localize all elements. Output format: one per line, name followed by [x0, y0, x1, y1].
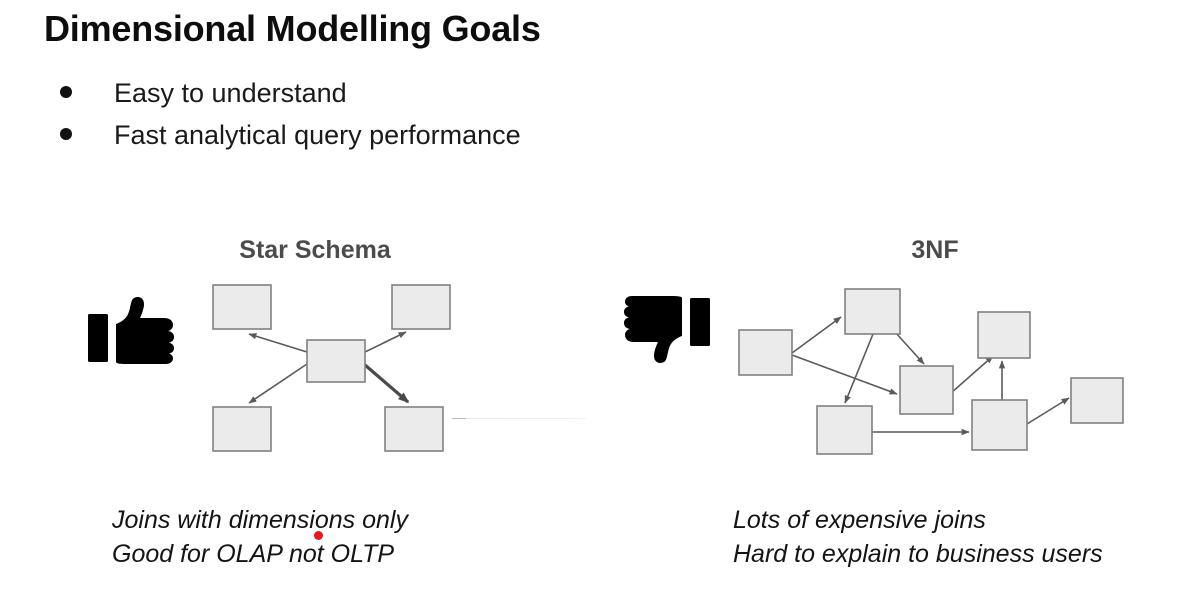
star-schema-diagram [212, 284, 451, 452]
edge-center-to-bottom-left [248, 363, 308, 404]
bullet-dot-icon [60, 86, 72, 98]
entity-box-node-a [738, 329, 793, 376]
entity-box-dim-bottom-right [384, 406, 444, 452]
faint-horizontal-line [452, 418, 586, 419]
caption-line: Joins with dimensions only [112, 506, 408, 534]
caption-line: Good for OLAP not OLTP [112, 540, 395, 568]
list-item: Easy to understand [60, 78, 700, 120]
entity-box-node-c [899, 365, 954, 415]
thumbs-up-icon [88, 297, 174, 364]
entity-box-node-g [1070, 377, 1124, 424]
entity-box-dim-top-right [391, 284, 451, 330]
edge-center-to-bottom-right [363, 363, 410, 404]
caption-star-schema: Joins with dimensions only Good for OLAP… [112, 503, 408, 571]
entity-box-dim-top-left [212, 284, 272, 330]
page-title: Dimensional Modelling Goals [44, 8, 541, 49]
bullet-dot-icon [60, 128, 72, 140]
entity-box-dim-bottom-left [212, 406, 272, 452]
caption-3nf: Lots of expensive joins Hard to explain … [733, 503, 1103, 571]
edge-a-to-b [791, 316, 842, 354]
entity-box-node-b [844, 288, 901, 335]
entity-box-node-f [971, 399, 1028, 451]
entity-box-fact-center [306, 339, 366, 383]
list-item: Fast analytical query performance [60, 120, 700, 162]
thumbs-down-icon [624, 296, 710, 363]
bullet-text: Fast analytical query performance [114, 120, 521, 150]
bullet-list: Easy to understand Fast analytical query… [60, 78, 700, 162]
edge-center-to-top-left [248, 333, 308, 353]
caption-line: Lots of expensive joins [733, 506, 986, 534]
panel-heading-star-schema: Star Schema [239, 236, 391, 264]
caption-line: Hard to explain to business users [733, 540, 1103, 568]
bullet-text: Easy to understand [114, 78, 347, 108]
red-dot-annotation [314, 531, 323, 540]
panel-heading-3nf: 3NF [911, 236, 959, 264]
edge-c-to-d [950, 355, 994, 394]
entity-box-node-d [977, 311, 1031, 359]
edge-f-to-g [1026, 397, 1070, 425]
edge-a-to-c [791, 354, 898, 395]
edge-b-to-e [844, 333, 874, 404]
3nf-diagram [738, 288, 1124, 455]
edge-center-to-top-right [364, 331, 407, 353]
edge-b-to-c [894, 331, 925, 365]
entity-box-node-e [816, 405, 873, 455]
